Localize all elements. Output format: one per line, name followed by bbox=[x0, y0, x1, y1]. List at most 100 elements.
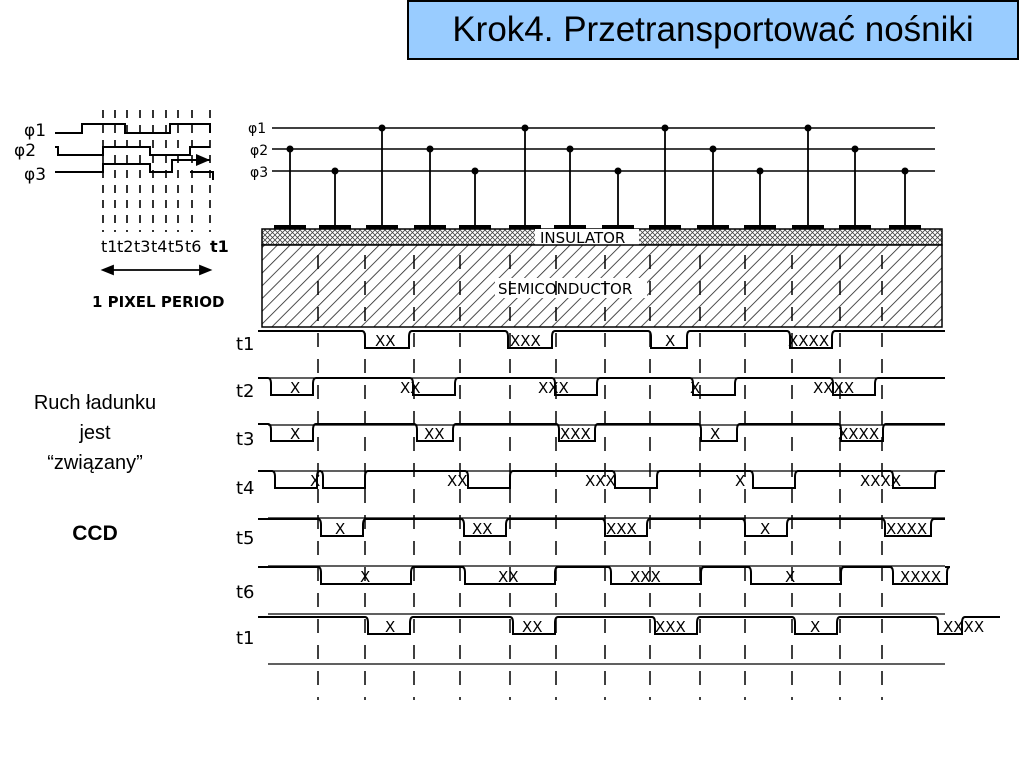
charge-packet-label: X bbox=[290, 425, 300, 443]
electrode-plate bbox=[366, 225, 398, 230]
charge-packet-label: X bbox=[710, 425, 720, 443]
charge-packet-label: X bbox=[810, 618, 820, 636]
electrode-node bbox=[901, 167, 909, 175]
caption-line: “związany” bbox=[47, 452, 143, 474]
row-time-label: t6 bbox=[236, 582, 255, 603]
electrode-node bbox=[426, 145, 434, 153]
electrode-node bbox=[521, 124, 529, 132]
potential-well-rows bbox=[258, 255, 1000, 700]
bus-label-phi1: φ1 bbox=[248, 121, 266, 137]
potential-well-line bbox=[258, 423, 945, 442]
charge-packet-label: XXXX bbox=[943, 618, 984, 636]
clock-waveforms bbox=[55, 110, 214, 232]
slide-title: Krok4. Przetransportować nośniki bbox=[407, 0, 1019, 60]
charge-packet-label: XXX bbox=[560, 425, 591, 443]
electrode-node bbox=[709, 145, 717, 153]
charge-packet-label: X bbox=[690, 379, 700, 397]
semiconductor-label: SEMICONDUCTOR bbox=[498, 280, 632, 298]
clock-phase-label: φ3 bbox=[24, 165, 46, 185]
charge-packet-label: XXXX bbox=[900, 568, 941, 586]
electrode-plate bbox=[554, 225, 586, 230]
clock-time-label: t4 bbox=[151, 237, 167, 256]
caption: Ruch ładunku jest “związany” bbox=[5, 388, 185, 478]
charge-packet-label: X bbox=[735, 472, 745, 490]
clock-time-label: t1 bbox=[210, 237, 229, 256]
electrode-plate bbox=[602, 225, 634, 230]
clock-time-label: t3 bbox=[134, 237, 150, 256]
electrode-plate bbox=[414, 225, 446, 230]
electrode-node bbox=[851, 145, 859, 153]
potential-well-line bbox=[258, 566, 951, 585]
bus-label-phi3: φ3 bbox=[250, 165, 268, 181]
charge-packet-label: X bbox=[760, 520, 770, 538]
charge-packet-label: XXX bbox=[630, 568, 661, 586]
bus-label-phi2: φ2 bbox=[250, 143, 268, 159]
phi1-wave bbox=[55, 123, 211, 134]
charge-packet-label: XX bbox=[447, 472, 468, 490]
charge-packet-label: XXXX bbox=[886, 520, 927, 538]
electrode-plate bbox=[274, 225, 306, 230]
potential-well-line bbox=[258, 518, 945, 537]
ccd-label: CCD bbox=[72, 522, 118, 545]
charge-packet-label: XXX bbox=[585, 472, 616, 490]
potential-well-line bbox=[258, 330, 945, 349]
charge-packet-label: XXXX bbox=[788, 332, 829, 350]
electrode-plate bbox=[459, 225, 491, 230]
electrode-plate bbox=[839, 225, 871, 230]
semiconductor-label-bg bbox=[495, 278, 647, 298]
electrode-plate bbox=[509, 225, 541, 230]
electrode-plate bbox=[744, 225, 776, 230]
clock-time-labels: t1 t2 t3 t4 t5 t6 t1 bbox=[101, 237, 229, 256]
clock-time-label: t1 bbox=[101, 237, 117, 256]
clock-time-label: t2 bbox=[117, 237, 133, 256]
potential-well-line bbox=[258, 616, 1000, 635]
ccd-device bbox=[272, 124, 935, 230]
electrode-node bbox=[331, 167, 339, 175]
insulator-label-bg bbox=[535, 229, 639, 245]
charge-packet-label: XXXX bbox=[860, 472, 901, 490]
row-time-label: t4 bbox=[236, 478, 255, 499]
electrode-plate bbox=[649, 225, 681, 230]
electrode-node bbox=[378, 124, 386, 132]
charge-packet-label: X bbox=[385, 618, 395, 636]
clock-phase-label: φ1 bbox=[24, 121, 46, 141]
clock-time-label: t6 bbox=[185, 237, 201, 256]
electrode-node bbox=[661, 124, 669, 132]
electrode-node bbox=[471, 167, 479, 175]
charge-packet-label: XXX bbox=[538, 379, 569, 397]
pixel-period-label: 1 PIXEL PERIOD bbox=[92, 293, 224, 311]
charge-packet-label: XX bbox=[424, 425, 445, 443]
potential-well-line bbox=[258, 469, 945, 489]
charge-packet-label: XXX bbox=[655, 618, 686, 636]
row-time-label: t1 bbox=[236, 334, 255, 355]
charge-packet-label: XXXX bbox=[838, 425, 879, 443]
charge-packet-label: X bbox=[290, 379, 300, 397]
potential-well-line bbox=[258, 377, 945, 396]
charge-packet-label: XX bbox=[400, 379, 421, 397]
row-time-label: t2 bbox=[236, 381, 255, 402]
charge-packet-label: X bbox=[310, 472, 320, 490]
caption-line: Ruch ładunku bbox=[33, 392, 157, 414]
phi3-wave bbox=[55, 154, 210, 173]
electrode-node bbox=[566, 145, 574, 153]
insulator-label: INSULATOR bbox=[540, 229, 625, 247]
electrode-plate bbox=[319, 225, 351, 230]
charge-packet-label: XX bbox=[472, 520, 493, 538]
charge-packet-label: X bbox=[335, 520, 345, 538]
clock-phase-label: φ2 bbox=[14, 141, 36, 161]
row-time-label: t1 bbox=[236, 628, 255, 649]
row-time-label: t3 bbox=[236, 429, 255, 450]
clock-tick-lines bbox=[102, 110, 211, 232]
electrode-plate bbox=[697, 225, 729, 230]
phi2-wave bbox=[55, 146, 210, 156]
charge-packet-label: X bbox=[360, 568, 370, 586]
charge-packet-label: XX bbox=[498, 568, 519, 586]
electrode-plate bbox=[889, 225, 921, 230]
electrode-node bbox=[614, 167, 622, 175]
electrode-node bbox=[756, 167, 764, 175]
row-time-label: t5 bbox=[236, 528, 255, 549]
clock-time-label: t5 bbox=[168, 237, 184, 256]
charge-packet-label: XXX bbox=[606, 520, 637, 538]
